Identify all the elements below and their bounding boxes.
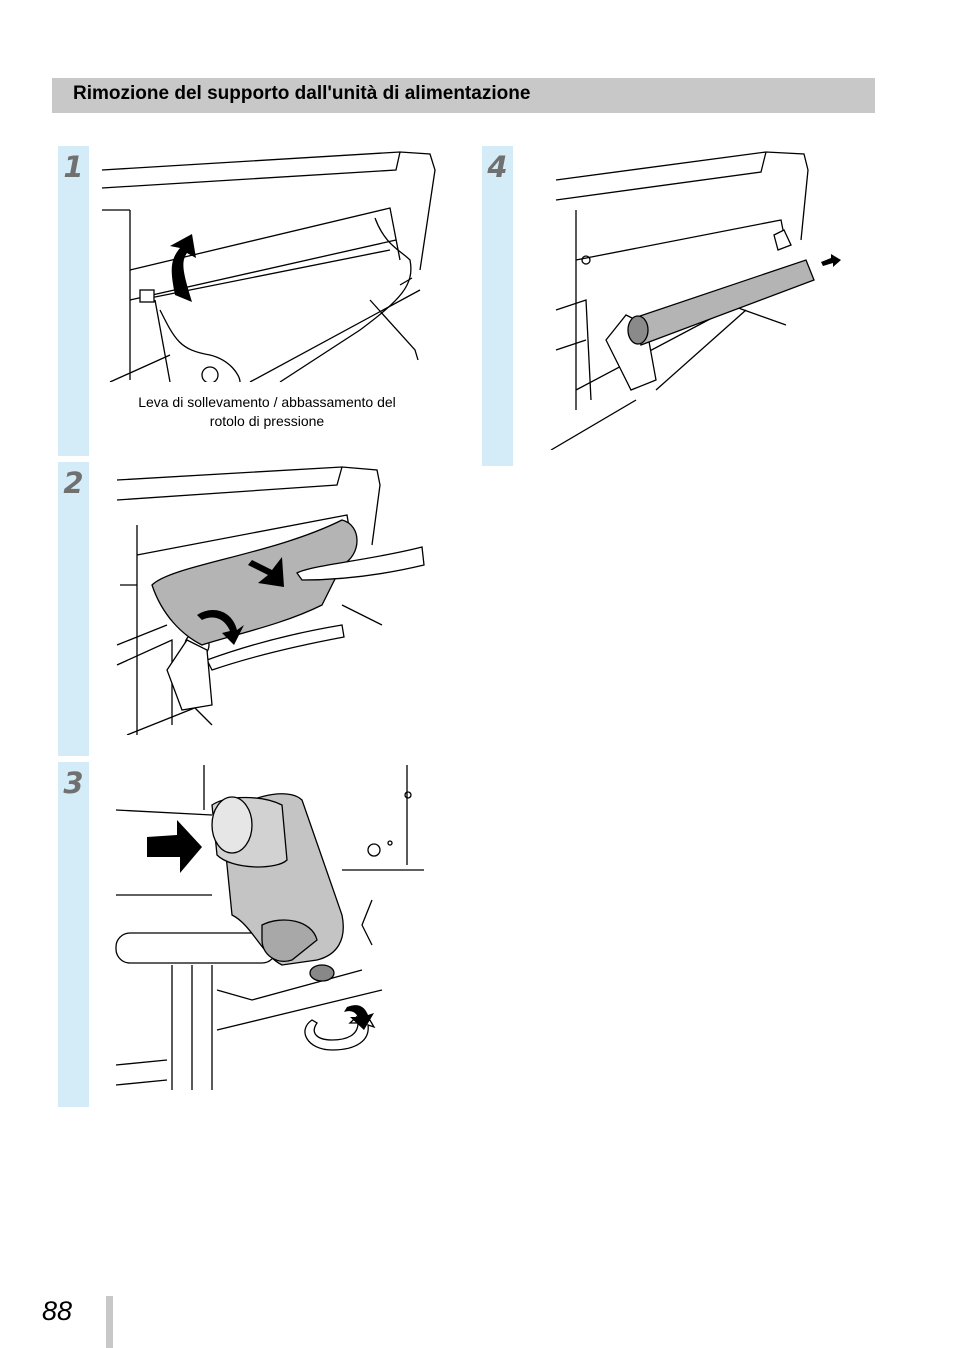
- step-3-illustration: [112, 765, 427, 1090]
- section-header: Rimozione del supporto dall'unità di ali…: [52, 78, 875, 113]
- step-4-strip: 4: [482, 146, 513, 466]
- step-2-number: 2: [63, 466, 84, 500]
- page-number: 88: [42, 1296, 73, 1326]
- step-3-strip: 3: [58, 762, 89, 1107]
- step-3-number: 3: [63, 766, 84, 800]
- step-2-strip: 2: [58, 462, 89, 756]
- page-number-divider: [106, 1296, 113, 1348]
- step-1-caption: Leva di sollevamento / abbassamento del …: [138, 394, 396, 429]
- step-4-number: 4: [487, 150, 508, 184]
- step-4-illustration: [546, 150, 846, 450]
- section-title: Rimozione del supporto dall'unità di ali…: [73, 83, 531, 104]
- step-1-strip: 1: [58, 146, 89, 456]
- step-2-illustration: [112, 465, 432, 735]
- step-1-number: 1: [63, 150, 84, 184]
- step-1-illustration: [100, 150, 440, 382]
